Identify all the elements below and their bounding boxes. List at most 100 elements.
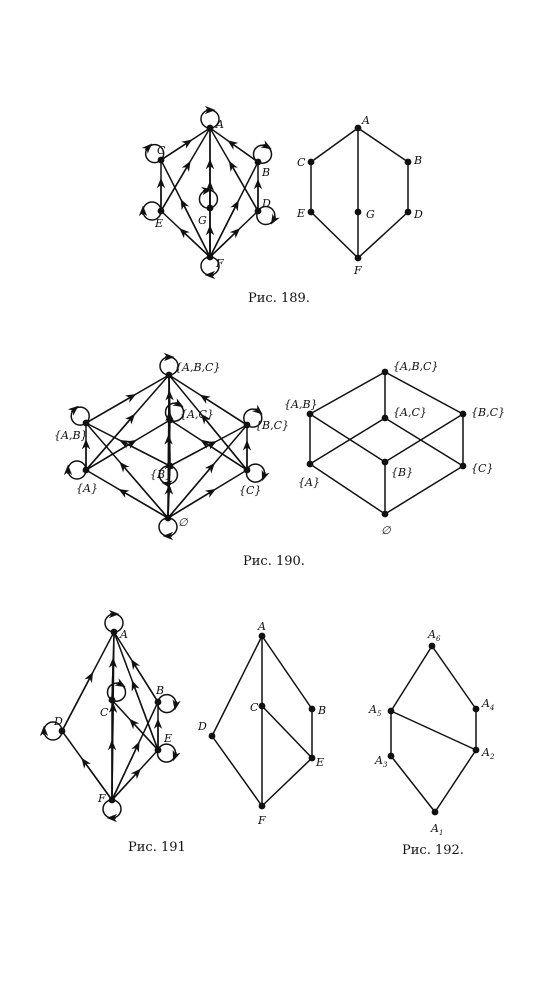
fig190-graph-edge-AC-ABC-arrow (165, 390, 174, 421)
fig189-hasse-node-F (354, 254, 362, 262)
fig191-hasse-node-F (258, 802, 266, 810)
fig192-hasse-edge-A6-A5 (390, 645, 433, 712)
fig190-hasse-label-AB: {A,B} (284, 398, 318, 411)
fig189-caption: Рис. 189. (248, 291, 310, 306)
fig189-graph-label-G: G (198, 214, 207, 227)
fig191-graph-loop-E-arrow (172, 749, 181, 762)
fig191-graph-edge-E-C-arrow (129, 718, 159, 751)
fig189-hasse-label-E: E (296, 207, 305, 220)
fig189-graph-edge-F-E-arrow (179, 228, 211, 258)
fig189-graph-label-E: E (154, 217, 163, 230)
fig190-graph-label-BC: {B,C} (255, 419, 289, 432)
fig191-graph-label-D: D (53, 715, 63, 728)
fig189-hasse-label-C: C (297, 156, 306, 169)
fig191-hasse-label-D: D (197, 720, 207, 733)
fig191-graph-node-A (110, 628, 118, 636)
fig190-graph-node-AC (166, 416, 174, 424)
fig191-hasse-label-F: F (257, 814, 266, 827)
fig192-hasse-label-A1: A1 (430, 822, 443, 837)
fig190-graph-node-A (82, 466, 90, 474)
fig191-graph-node-E (154, 746, 162, 754)
fig192-hasse-node-A3 (387, 752, 395, 760)
fig189-hasse-label-D: D (413, 208, 423, 221)
fig191-graph-label-F: F (97, 792, 106, 805)
fig190-graph-edge-AB-ABC-arrow (85, 393, 137, 424)
fig191-graph-label-A: A (119, 628, 128, 641)
fig191-graph-label-E: E (163, 732, 172, 745)
fig190-graph-edge-A-ABC-arrow (85, 413, 136, 471)
fig191-graph-edge-C-A-arrow (108, 657, 118, 701)
fig190-hasse-label-E: ∅ (381, 524, 391, 537)
fig190-graph: {A,B,C}{A,B}{A,C}{B,C}{A}{B}{C}∅ (54, 352, 289, 541)
fig189-graph-node-C (157, 156, 165, 164)
fig190-graph-loop-C (245, 463, 266, 483)
fig191-hasse-edge-A-D (211, 635, 263, 737)
fig191-caption: Рис. 191 (128, 840, 186, 855)
fig190-hasse-edge-A-E (309, 463, 386, 515)
fig189-graph-edge-D-A-arrow (228, 160, 259, 212)
fig191-hasse-edge-D-F (211, 735, 263, 807)
fig192-hasse-node-A6 (428, 642, 436, 650)
fig190-hasse-node-C (459, 462, 467, 470)
fig190-caption: Рис. 190. (243, 554, 305, 569)
fig192-hasse-label-A6: A6 (427, 628, 441, 643)
fig191-graph-edge-D-A-arrow (61, 671, 94, 732)
fig191-graph-edge-B-A-arrow (131, 659, 159, 703)
fig190-hasse-node-AB (306, 410, 314, 418)
fig190-graph-label-AC: {A,C} (180, 408, 214, 421)
fig190-graph-label-C: {C} (239, 484, 261, 497)
fig191-graph-node-D (58, 727, 66, 735)
fig191-graph-edge-F-E-arrow (111, 768, 141, 801)
fig190-graph-edge-B-BC-arrow (169, 440, 217, 467)
fig189-hasse-node-A (354, 124, 362, 132)
fig189-hasse-edge-E-F (310, 211, 359, 259)
fig191-graph-label-C: C (100, 706, 109, 719)
fig191-graph-edge-F-B-arrow (111, 741, 140, 801)
fig189-graph-node-F (206, 253, 214, 261)
fig190-hasse-label-ABC: {A,B,C} (393, 360, 438, 373)
fig190-graph-edge-E-A-arrow (118, 488, 169, 519)
fig191-hasse-edge-A-B (261, 635, 313, 710)
fig189-graph-label-C: C (157, 144, 166, 157)
fig191-hasse-node-B (308, 705, 316, 713)
fig191-graph-edge-E-A-arrow (131, 680, 159, 751)
fig192-hasse-node-A1 (431, 808, 439, 816)
fig191-graph-loop-C-arrow (114, 678, 126, 688)
fig191-graph-edge-F-D-arrow (81, 757, 113, 801)
fig191-hasse-label-B: B (317, 704, 326, 717)
fig191-hasse-label-E: E (315, 756, 324, 769)
fig189-graph-label-F: F (215, 257, 224, 270)
fig189-graph-node-G (206, 204, 214, 212)
fig192-hasse-edge-A6-A4 (431, 645, 477, 710)
fig190-hasse-node-BC (459, 410, 467, 418)
fig190-hasse-label-C: {C} (471, 462, 493, 475)
fig192-hasse-label-A4: A4 (481, 697, 494, 712)
fig190-graph-node-E (164, 514, 172, 522)
fig189-hasse-edge-D-F (357, 211, 409, 259)
fig189-hasse-edge-A-C (310, 127, 359, 163)
fig190-graph-loop-AC-arrow (172, 398, 184, 408)
fig190-hasse-node-AC (381, 414, 389, 422)
fig190-graph-node-BC (243, 421, 251, 429)
fig191-hasse-edge-E-F (261, 757, 313, 807)
fig190-hasse-node-E (381, 510, 389, 518)
fig190-hasse-edge-ABC-BC (384, 371, 464, 415)
fig189-graph-node-E (157, 207, 165, 215)
fig189-hasse-label-A: A (361, 114, 370, 127)
fig190-hasse-label-B: {B} (391, 466, 413, 479)
fig189-graph-loop-G-arrow (201, 187, 213, 196)
fig190-graph-edge-B-AB-arrow (119, 439, 171, 467)
fig190-hasse-node-A (306, 460, 314, 468)
fig190-graph-loop-AB (70, 406, 90, 426)
fig191-graph-edge-F-A-arrow (108, 702, 118, 801)
fig189-graph-label-A: A (215, 118, 224, 131)
fig189-hasse-node-C (307, 158, 315, 166)
fig189-hasse-label-B: B (413, 154, 422, 167)
fig189-graph-loop-B-arrow (260, 140, 272, 150)
fig190-graph-node-C (243, 466, 251, 474)
fig189-hasse-node-E (307, 208, 315, 216)
fig192-hasse-edge-A2-A1 (434, 749, 477, 813)
